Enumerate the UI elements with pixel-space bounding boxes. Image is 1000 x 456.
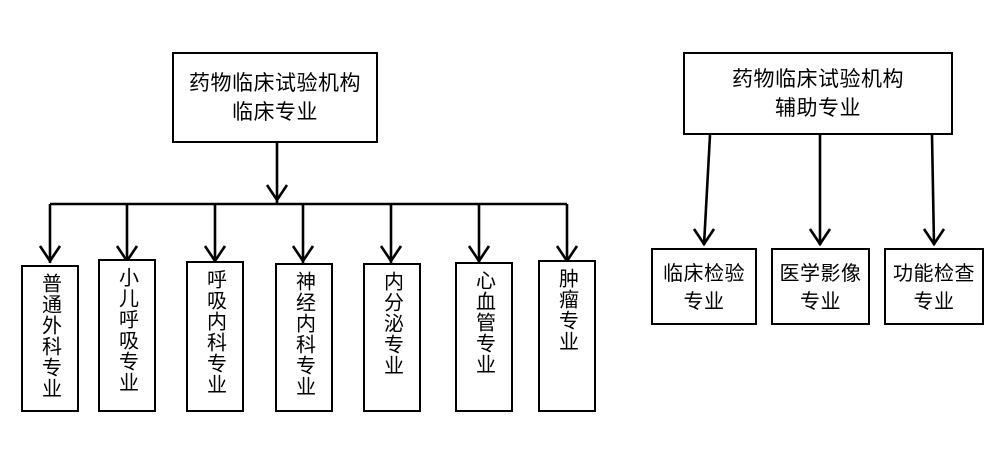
leaf-node-clinical-7-label: 肿瘤专业 <box>555 268 580 352</box>
leaf-node-clinical-5-label: 内分泌专业 <box>380 271 405 376</box>
arrowhead-clinical-3 <box>203 245 227 264</box>
arrowhead-auxiliary-3 <box>922 228 946 247</box>
leaf-node-clinical-4-label: 神经内科专业 <box>292 271 317 397</box>
root-node-auxiliary[interactable]: 药物临床试验机构 辅助专业 <box>683 52 953 135</box>
arrowhead-clinical-5 <box>379 245 403 264</box>
leaf-node-clinical-3-label: 呼吸内科专业 <box>203 269 228 395</box>
leaf-node-clinical-7[interactable]: 肿瘤专业 <box>538 260 596 412</box>
leaf-node-auxiliary-2-label: 医学影像 专业 <box>779 260 862 313</box>
root-node-auxiliary-label: 药物临床试验机构 辅助专业 <box>732 67 904 120</box>
leaf-node-clinical-6-label: 心血管专业 <box>472 270 497 375</box>
leaf-node-clinical-2-label: 小儿呼吸专业 <box>115 267 140 393</box>
leaf-node-clinical-5[interactable]: 内分泌专业 <box>363 263 421 412</box>
leaf-node-clinical-3[interactable]: 呼吸内科专业 <box>186 261 244 412</box>
leaf-node-auxiliary-1[interactable]: 临床检验 专业 <box>651 248 757 325</box>
connector-drop-auxiliary-1 <box>702 134 712 246</box>
leaf-node-auxiliary-1-label: 临床检验 专业 <box>663 260 745 313</box>
arrowhead-clinical-4 <box>291 245 315 264</box>
leaf-node-auxiliary-3-label: 功能检查 专业 <box>893 260 975 313</box>
root-node-clinical[interactable]: 药物临床试验机构 临床专业 <box>172 52 378 143</box>
arrowhead-auxiliary-1 <box>692 228 716 247</box>
leaf-node-clinical-1[interactable]: 普通外科专业 <box>21 265 79 412</box>
leaf-node-clinical-6[interactable]: 心血管专业 <box>455 262 513 412</box>
leaf-node-clinical-1-label: 普通外科专业 <box>38 273 63 399</box>
leaf-node-auxiliary-3[interactable]: 功能检查 专业 <box>884 248 984 325</box>
arrowhead-clinical-6 <box>467 245 491 264</box>
leaf-node-clinical-4[interactable]: 神经内科专业 <box>275 263 333 412</box>
arrowhead-root-stem-clinical <box>265 184 289 203</box>
arrowhead-clinical-1 <box>38 245 62 264</box>
leaf-node-auxiliary-2[interactable]: 医学影像 专业 <box>771 248 870 325</box>
arrowhead-clinical-7 <box>555 245 579 264</box>
leaf-node-clinical-2[interactable]: 小儿呼吸专业 <box>98 259 156 412</box>
connector-drop-auxiliary-3 <box>930 134 936 246</box>
arrowhead-auxiliary-2 <box>808 228 832 247</box>
root-node-clinical-label: 药物临床试验机构 临床专业 <box>189 71 361 124</box>
